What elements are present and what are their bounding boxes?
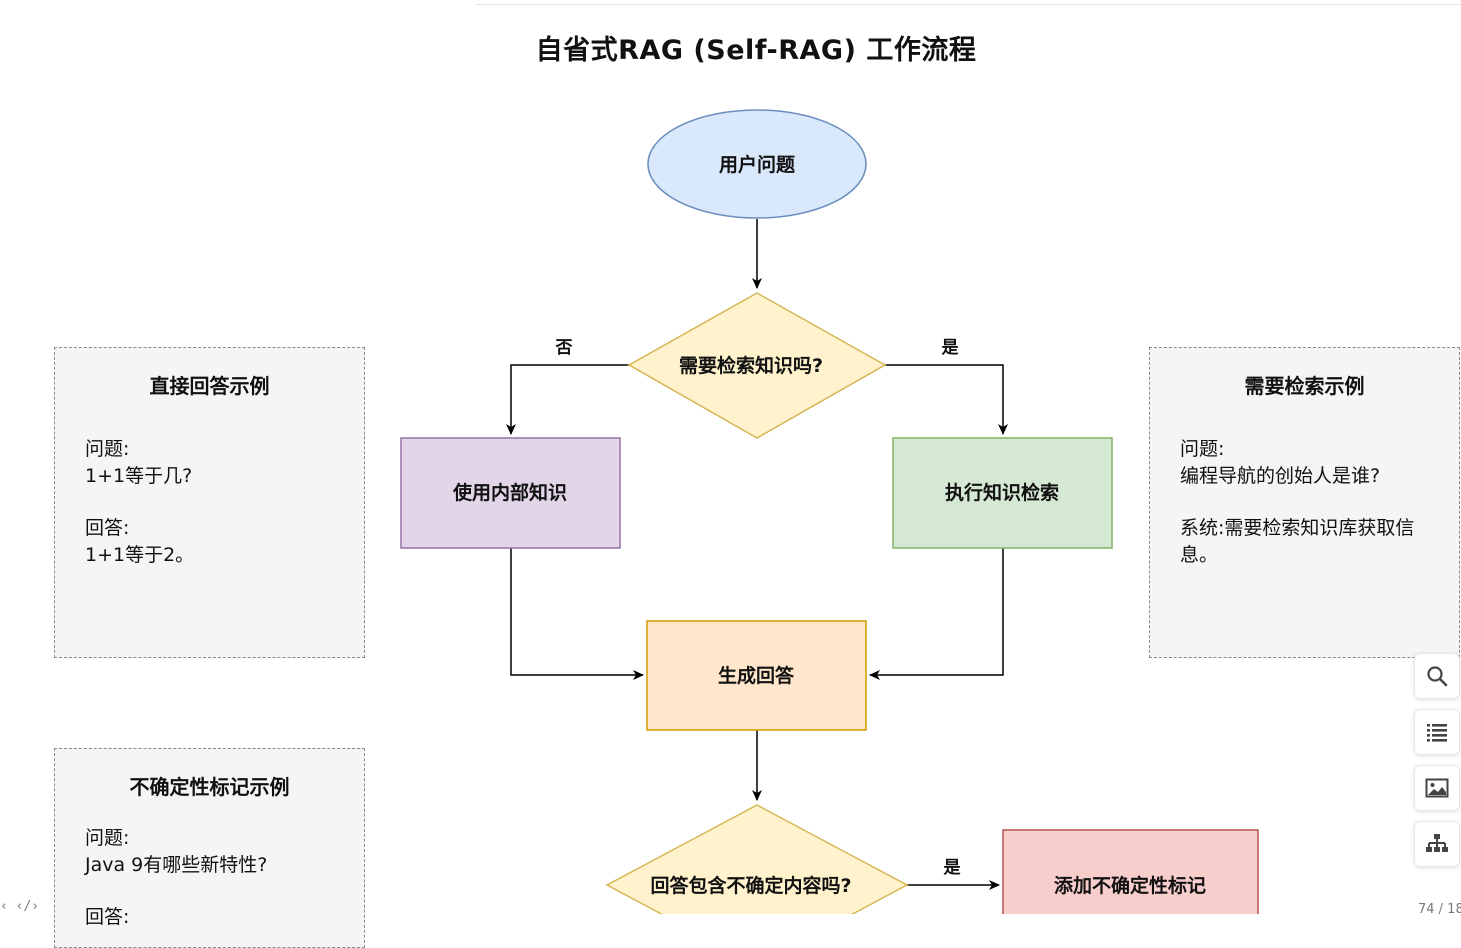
node-decision-uncertain-label: 回答包含不确定内容吗?: [650, 874, 851, 897]
edge-retrieve-to-generate: [869, 548, 1004, 680]
list-icon: [1427, 724, 1447, 742]
top-divider: [476, 4, 1461, 5]
node-retrieve-knowledge-label: 执行知识检索: [945, 481, 1059, 504]
outline-button[interactable]: [1414, 709, 1460, 755]
flowchart: 否 是 是 用户问题 需要检索知识吗? 使用内部知识 执行知识检索 生成回答 回…: [400, 109, 1259, 914]
example-retrieval: 需要检索示例 问题: 编程导航的创始人是谁? 系统:需要检索知识库获取信息。: [1149, 347, 1460, 658]
node-decision-uncertain: 回答包含不确定内容吗?: [605, 804, 909, 914]
edge-internal-to-generate: [510, 548, 644, 680]
example-uncertainty-title: 不确定性标记示例: [129, 775, 290, 799]
example-direct-answer-answer-label: 回答:: [85, 517, 130, 539]
node-decision-retrieve-label: 需要检索知识吗?: [679, 354, 823, 377]
edge-no-to-internal: [506, 364, 629, 435]
edge-label-no: 否: [555, 338, 573, 358]
image-icon: [1425, 778, 1449, 798]
node-retrieve-knowledge: 执行知识检索: [892, 437, 1113, 549]
example-direct-answer: 直接回答示例 问题: 1+1等于几? 回答: 1+1等于2。: [54, 347, 365, 658]
node-internal-knowledge: 使用内部知识: [400, 437, 621, 549]
node-generate-answer-label: 生成回答: [718, 664, 795, 687]
node-decision-retrieve: 需要检索知识吗?: [627, 292, 887, 439]
node-internal-knowledge-label: 使用内部知识: [452, 481, 567, 504]
edge-label-yes-2: 是: [944, 858, 961, 878]
images-button[interactable]: [1414, 765, 1460, 811]
example-retrieval-question: 编程导航的创始人是谁?: [1180, 465, 1381, 487]
example-direct-answer-question: 1+1等于几?: [85, 465, 193, 487]
example-uncertainty-question: Java 9有哪些新特性?: [85, 854, 268, 876]
example-retrieval-question-label: 问题:: [1180, 438, 1225, 460]
node-user-question-label: 用户问题: [719, 153, 795, 176]
search-icon: [1427, 666, 1448, 687]
example-uncertainty-question-label: 问题:: [85, 827, 130, 849]
example-direct-answer-answer: 1+1等于2。: [85, 544, 195, 566]
example-retrieval-title: 需要检索示例: [1244, 374, 1365, 398]
edge-label-yes: 是: [942, 338, 959, 358]
diagram-title: 自省式RAG (Self-RAG) 工作流程: [535, 35, 977, 66]
example-retrieval-system: 系统:需要检索知识库获取信息。: [1180, 517, 1415, 566]
search-button[interactable]: [1414, 653, 1460, 699]
example-direct-answer-title: 直接回答示例: [149, 374, 270, 398]
sitemap-icon: [1426, 834, 1448, 852]
mindmap-button[interactable]: [1414, 821, 1460, 867]
node-mark-uncertain-label: 添加不确定性标记: [1054, 874, 1206, 897]
node-generate-answer: 生成回答: [646, 620, 867, 731]
example-uncertainty: 不确定性标记示例 问题: Java 9有哪些新特性? 回答:: [54, 748, 365, 948]
page-indicator: 74 / 18: [1418, 902, 1461, 917]
code-toggle[interactable]: ‹ ‹/›: [0, 899, 40, 914]
node-mark-uncertain: 添加不确定性标记: [1002, 829, 1259, 914]
example-uncertainty-answer-label: 回答:: [85, 906, 130, 928]
node-user-question: 用户问题: [647, 109, 867, 219]
example-direct-answer-question-label: 问题:: [85, 438, 130, 460]
edge-yes-to-retrieve: [885, 364, 1008, 435]
